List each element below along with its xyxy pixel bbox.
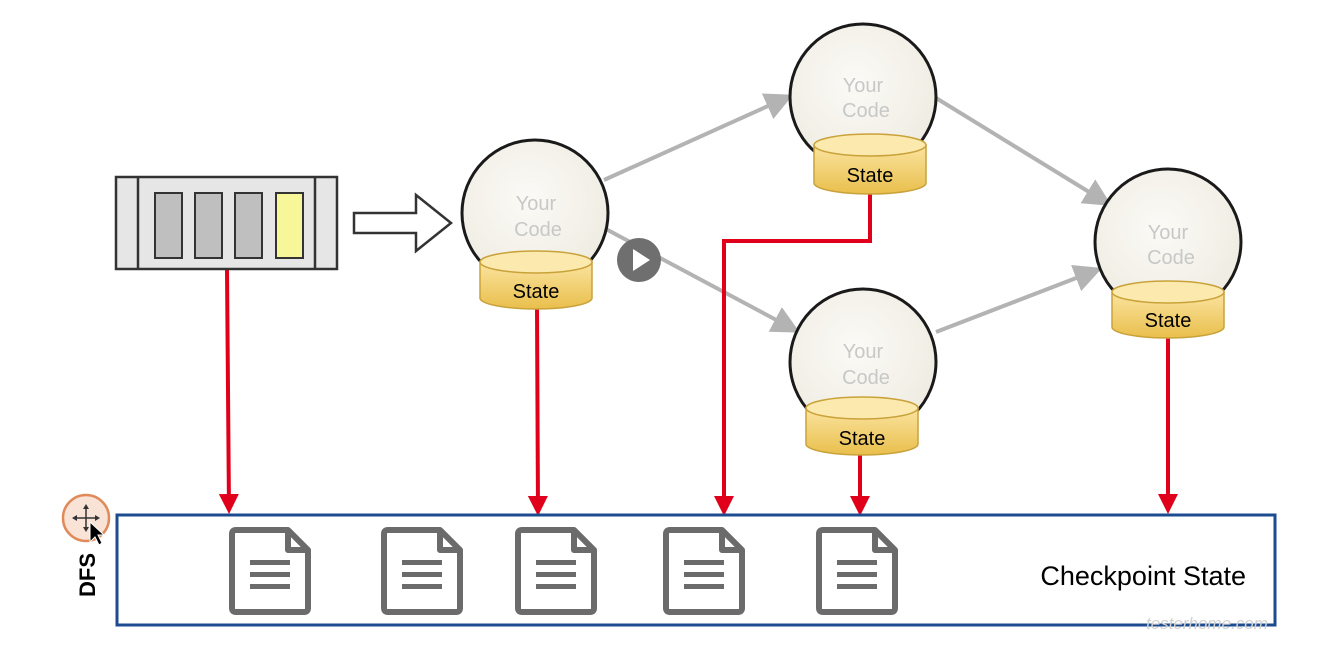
- checkpoint-arrow-op2: [714, 192, 872, 516]
- checkpoint-state-label: Checkpoint State: [1040, 561, 1246, 591]
- hollow-arrow-icon: [352, 192, 454, 254]
- dataflow-arrow-op3-op4: [935, 264, 1103, 334]
- operator-code-label: Your: [1148, 222, 1189, 244]
- document-icon: [384, 530, 460, 612]
- state-store: State: [813, 133, 927, 195]
- source-queue-icon: [114, 175, 339, 271]
- operator-code-label: Your: [516, 193, 557, 215]
- state-label: State: [839, 428, 886, 450]
- checkpoint-arrow-source: [218, 269, 239, 514]
- dataflow-arrow-op2-op4: [934, 96, 1112, 206]
- operator-code-label: Your: [843, 341, 884, 363]
- document-icon: [819, 530, 895, 612]
- operator-code-label: Code: [842, 100, 890, 122]
- operator-code-label: Your: [843, 75, 884, 97]
- operator-4: Your Code State: [1093, 167, 1243, 339]
- operator-3: Your Code State: [788, 287, 938, 456]
- document-icon: [666, 530, 742, 612]
- state-store: State: [479, 250, 593, 310]
- operator-code-label: Code: [1147, 247, 1195, 269]
- document-icon: [232, 530, 308, 612]
- operator-1: Your Code State: [460, 138, 610, 310]
- operator-2: Your Code State: [788, 22, 938, 195]
- watermark: testerhome.com: [1146, 614, 1268, 633]
- state-label: State: [513, 281, 560, 303]
- checkpoint-arrow-op1: [527, 307, 548, 516]
- move-cursor-icon: [61, 493, 111, 546]
- state-label: State: [1145, 310, 1192, 332]
- dfs-label: DFS: [75, 553, 100, 597]
- operator-code-label: Code: [842, 367, 890, 389]
- dataflow-arrow-op1-op2: [603, 93, 794, 182]
- highlight-record: [275, 192, 304, 259]
- state-store: State: [1111, 280, 1225, 339]
- document-icon: [518, 530, 594, 612]
- play-button[interactable]: [617, 238, 661, 282]
- state-label: State: [847, 165, 894, 187]
- operator-code-label: Code: [514, 219, 562, 241]
- state-store: State: [805, 396, 919, 456]
